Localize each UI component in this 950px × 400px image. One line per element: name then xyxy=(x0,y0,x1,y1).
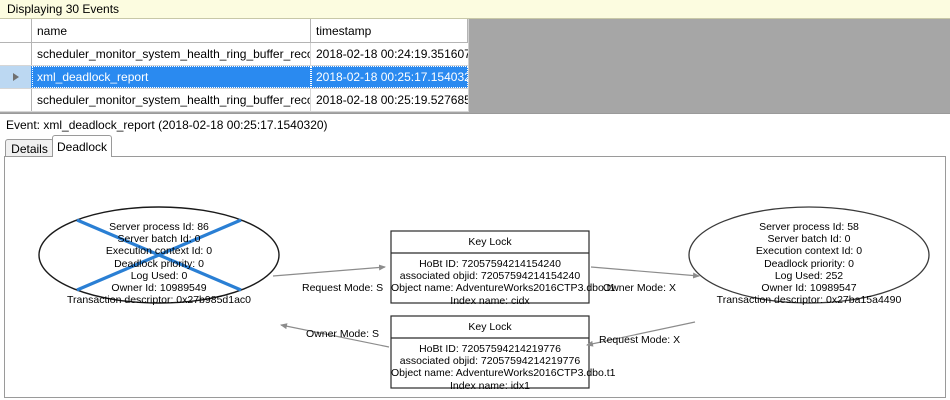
edge-label-request-mode-x: Request Mode: X xyxy=(599,334,681,346)
edge-label-owner-mode-x: Owner Mode: X xyxy=(603,282,676,294)
lock-bottom-line-3: Index name: idx1 xyxy=(450,379,530,392)
process-left-line-6: Transaction descriptor: 0x27b985d1ac0 xyxy=(66,294,252,307)
event-detail-title: Event: xml_deadlock_report (2018-02-18 0… xyxy=(6,117,328,132)
lock-top-title: Key Lock xyxy=(468,236,512,248)
tab-details[interactable]: Details xyxy=(5,139,54,157)
resource-node-top[interactable] xyxy=(390,230,590,304)
cell-name[interactable]: xml_deadlock_report xyxy=(32,66,311,88)
edge-request-mode-x xyxy=(586,321,696,347)
lock-top-box xyxy=(390,230,590,304)
lock-top-details: HoBt ID: 72057594214154240 associated ob… xyxy=(391,258,616,307)
cell-timestamp[interactable]: 2018-02-18 00:25:19.5276859 xyxy=(316,93,468,107)
events-count-banner: Displaying 30 Events xyxy=(0,0,950,19)
resource-node-bottom[interactable] xyxy=(390,315,590,389)
process-left-line-2: Execution context Id: 0 xyxy=(105,245,213,258)
detail-tabstrip: Details Deadlock xyxy=(0,135,950,157)
column-header-timestamp[interactable]: timestamp xyxy=(311,19,468,42)
grid-header-corner xyxy=(0,19,32,42)
process-right-line-3: Deadlock priority: 0 xyxy=(764,257,854,270)
process-node-right[interactable] xyxy=(688,206,930,304)
tab-details-label: Details xyxy=(11,141,48,156)
cell-timestamp[interactable]: 2018-02-18 00:25:17.1540320 xyxy=(311,66,468,88)
cell-timestamp[interactable]: 2018-02-18 00:24:19.3516078 xyxy=(316,47,468,61)
cell-name[interactable]: scheduler_monitor_system_health_ring_buf… xyxy=(32,89,311,111)
edge-owner-mode-s xyxy=(280,323,390,348)
lock-top-line-2: Object name: AdventureWorks2016CTP3.dbo.… xyxy=(391,282,616,295)
lock-top-line-1: associated objid: 72057594214154240 xyxy=(399,270,581,283)
lock-bottom-title: Key Lock xyxy=(468,321,512,333)
grid-header-row: name timestamp xyxy=(0,19,468,43)
process-left-line-3: Deadlock priority: 0 xyxy=(114,257,204,270)
process-right-line-5: Owner Id: 10989547 xyxy=(761,282,857,295)
edge-owner-mode-x xyxy=(590,266,700,279)
row-selector[interactable] xyxy=(0,89,32,111)
process-right-line-6: Transaction descriptor: 0x27ba15a4490 xyxy=(716,294,902,307)
table-row[interactable]: scheduler_monitor_system_health_ring_buf… xyxy=(0,43,468,66)
lock-bottom-details: HoBt ID: 72057594214219776 associated ob… xyxy=(391,343,616,392)
tab-deadlock-label: Deadlock xyxy=(56,139,108,154)
lock-bottom-box xyxy=(390,315,590,389)
column-header-name[interactable]: name xyxy=(32,19,311,42)
victim-cross-line-2 xyxy=(76,218,242,292)
edge-label-owner-mode-s: Owner Mode: S xyxy=(306,328,379,340)
lock-bottom-line-2: Object name: AdventureWorks2016CTP3.dbo.… xyxy=(391,367,616,380)
table-row[interactable]: xml_deadlock_report 2018-02-18 00:25:17.… xyxy=(0,66,468,89)
row-selector[interactable] xyxy=(0,43,32,65)
process-right-line-0: Server process Id: 58 xyxy=(759,221,859,233)
lock-top-line-0: HoBt ID: 72057594214154240 xyxy=(419,258,561,270)
row-selector[interactable] xyxy=(0,66,32,88)
cell-name[interactable]: scheduler_monitor_system_health_ring_buf… xyxy=(32,43,311,65)
tab-deadlock[interactable]: Deadlock xyxy=(52,135,112,157)
process-left-line-1: Server batch Id: 0 xyxy=(117,233,201,246)
lock-bottom-line-1: associated objid: 72057594214219776 xyxy=(399,355,581,368)
edge-label-request-mode-s: Request Mode: S xyxy=(302,282,384,294)
process-right-line-2: Execution context Id: 0 xyxy=(755,245,863,258)
deadlock-graph-panel[interactable]: Server process Id: 86 Server batch Id: 0… xyxy=(4,156,946,398)
process-node-left[interactable] xyxy=(38,206,280,304)
events-count-label: Displaying 30 Events xyxy=(7,2,120,16)
process-right-ellipse xyxy=(688,206,930,304)
event-detail-header: Event: xml_deadlock_report (2018-02-18 0… xyxy=(0,113,950,135)
events-grid[interactable]: name timestamp scheduler_monitor_system_… xyxy=(0,19,469,112)
process-right-line-1: Server batch Id: 0 xyxy=(767,233,851,246)
deadlock-graph-svg xyxy=(38,206,930,389)
events-grid-area: name timestamp scheduler_monitor_system_… xyxy=(0,19,950,113)
lock-bottom-line-0: HoBt ID: 72057594214219776 xyxy=(419,343,561,355)
lock-top-line-3: Index name: cidx xyxy=(450,294,530,307)
process-left-line-5: Owner Id: 10989549 xyxy=(111,282,207,295)
process-left-line-4: Log Used: 0 xyxy=(130,269,188,282)
process-left-details: Server process Id: 86 Server batch Id: 0… xyxy=(43,221,275,306)
current-row-caret-icon xyxy=(12,73,19,81)
process-right-line-4: Log Used: 252 xyxy=(774,269,844,282)
edge-request-mode-s xyxy=(272,264,386,277)
process-right-details: Server process Id: 58 Server batch Id: 0… xyxy=(693,221,925,306)
process-left-line-0: Server process Id: 86 xyxy=(109,221,209,233)
table-row[interactable]: scheduler_monitor_system_health_ring_buf… xyxy=(0,89,468,112)
